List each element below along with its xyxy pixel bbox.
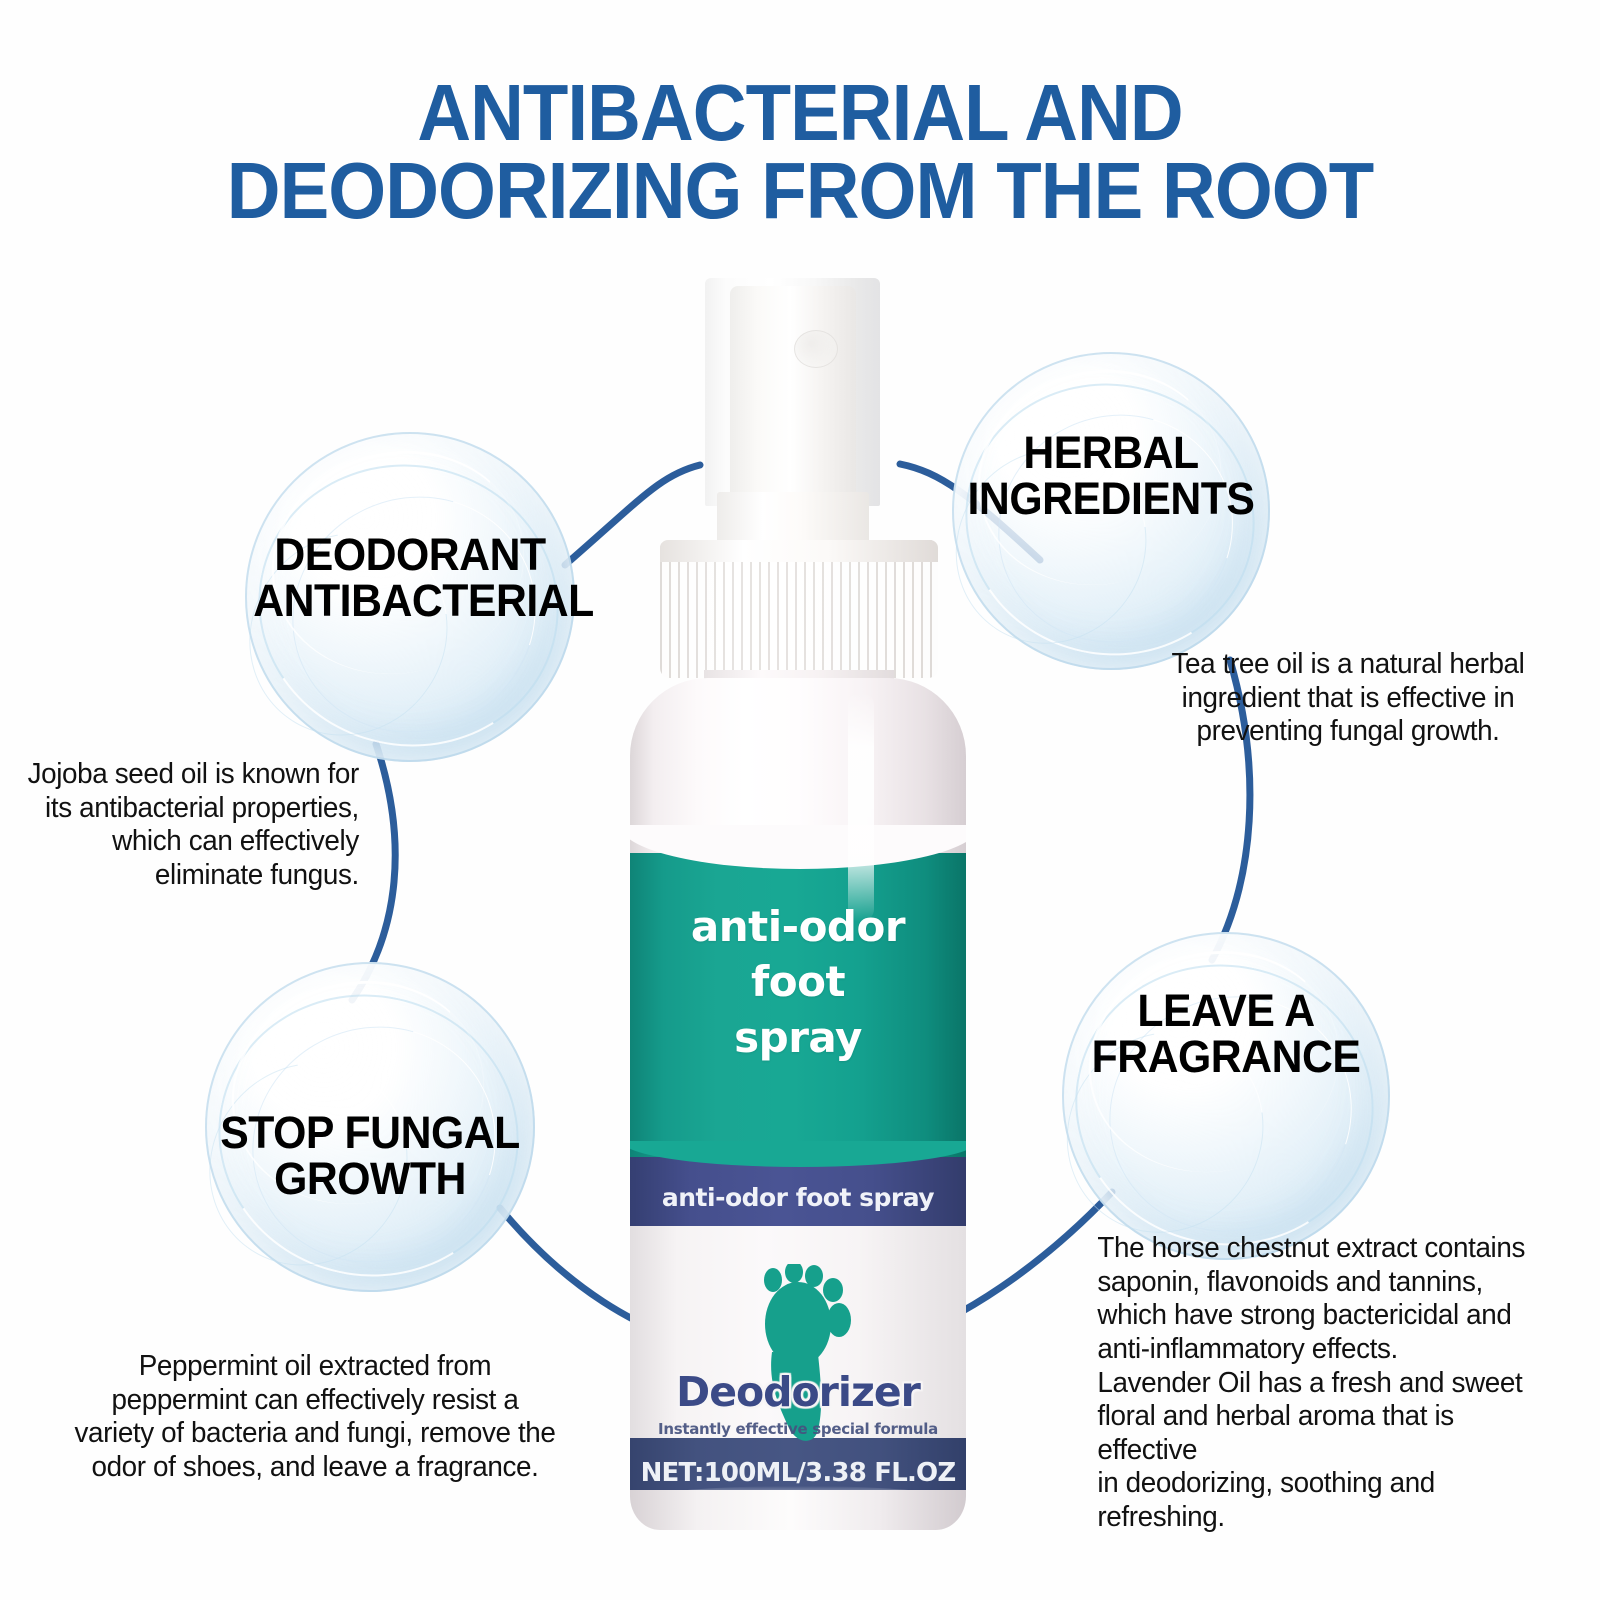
description-jojoba-seed-oil: Jojoba seed oil is known for its antibac… bbox=[27, 758, 360, 891]
description-horse-chestnut-lavender: The horse chestnut extract contains sapo… bbox=[1097, 1232, 1526, 1533]
bubble-label-deodorant: DEODORANT ANTIBACTERIAL bbox=[253, 529, 594, 626]
page-title: ANTIBACTERIAL AND DEODORIZING FROM THE R… bbox=[226, 68, 1374, 236]
bubble-herbal-ingredients: HERBAL INGREDIENTS bbox=[917, 352, 1280, 683]
description-peppermint-oil: Peppermint oil extracted from peppermint… bbox=[74, 1350, 556, 1483]
bottle-cap-dimple bbox=[794, 330, 838, 368]
bottle-body: anti-odor foot spray anti-odor foot spra… bbox=[630, 678, 966, 1518]
label-tagline: Instantly effective special formula bbox=[658, 1420, 938, 1438]
bubble-leave-a-fragrance: LEAVE A FRAGRANCE bbox=[1026, 932, 1401, 1274]
label-brand-name: Deodorizer bbox=[676, 1368, 921, 1416]
footprint-icon bbox=[764, 1264, 851, 1441]
bubble-label-fungal: STOP FUNGAL GROWTH bbox=[220, 1107, 520, 1204]
bottle-overcap-inner bbox=[730, 286, 856, 494]
bottle-ribbed-collar bbox=[660, 540, 938, 678]
label-product-subtitle: anti-odor foot spray bbox=[661, 1183, 935, 1212]
label-teal-band: anti-odor foot spray bbox=[630, 825, 966, 1163]
label-net-content: NET:100ML/3.38 FL.OZ bbox=[640, 1458, 957, 1488]
arc-right-side bbox=[1208, 656, 1254, 964]
bubble-label-herbal: HERBAL INGREDIENTS bbox=[967, 427, 1255, 524]
arc-deodorant bbox=[561, 461, 704, 569]
bottle-collar-top bbox=[660, 540, 938, 562]
label-navy-band: anti-odor foot spray bbox=[630, 1141, 966, 1229]
product-bottle: anti-odor foot spray anti-odor foot spra… bbox=[612, 278, 982, 1530]
label-product-name: anti-odor foot spray bbox=[690, 902, 906, 1062]
bubble-deodorant-antibacterial: DEODORANT ANTIBACTERIAL bbox=[209, 432, 594, 776]
bubble-stop-fungal-growth: STOP FUNGAL GROWTH bbox=[169, 962, 546, 1306]
bubble-label-fragrance: LEAVE A FRAGRANCE bbox=[1091, 985, 1361, 1082]
description-tea-tree-oil: Tea tree oil is a natural herbal ingredi… bbox=[1171, 648, 1525, 748]
bottle-base bbox=[630, 1490, 966, 1530]
